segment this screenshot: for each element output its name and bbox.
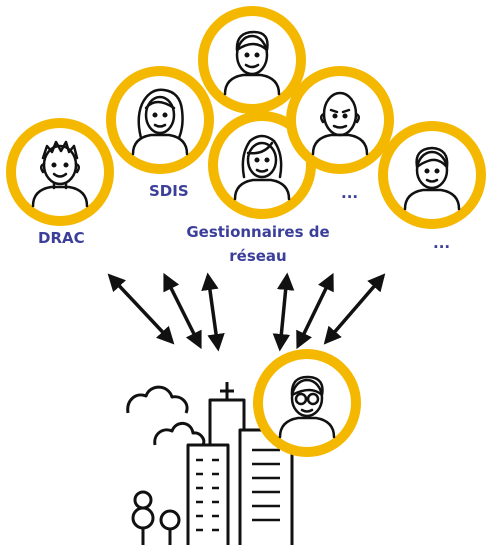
double-arrow-icon <box>296 272 334 350</box>
person-glasses-icon <box>253 349 361 457</box>
double-arrow-icon <box>107 273 175 345</box>
label-ellipsis-1: ... <box>341 184 359 202</box>
double-arrow-icon <box>201 272 225 352</box>
person-bald-man-icon <box>286 66 394 174</box>
label-gestionnaires: Gestionnaires de réseau <box>168 220 348 268</box>
label-sdis: SDIS <box>149 182 189 200</box>
label-ellipsis-2: ... <box>433 234 451 252</box>
person-man-icon <box>198 6 306 114</box>
double-arrow-icon <box>323 273 386 345</box>
clouds-icon <box>126 385 206 446</box>
label-gestionnaires-line2: réseau <box>229 247 287 265</box>
label-drac: DRAC <box>38 229 85 247</box>
person-short-hair-icon <box>378 121 486 229</box>
double-arrow-icon <box>163 272 202 350</box>
person-woman-long-hair-icon <box>106 66 214 174</box>
person-boy-icon <box>6 118 114 226</box>
arrows <box>107 272 386 352</box>
label-gestionnaires-line1: Gestionnaires de <box>186 223 330 241</box>
trees-icon <box>131 490 181 545</box>
double-arrow-icon <box>272 272 295 352</box>
